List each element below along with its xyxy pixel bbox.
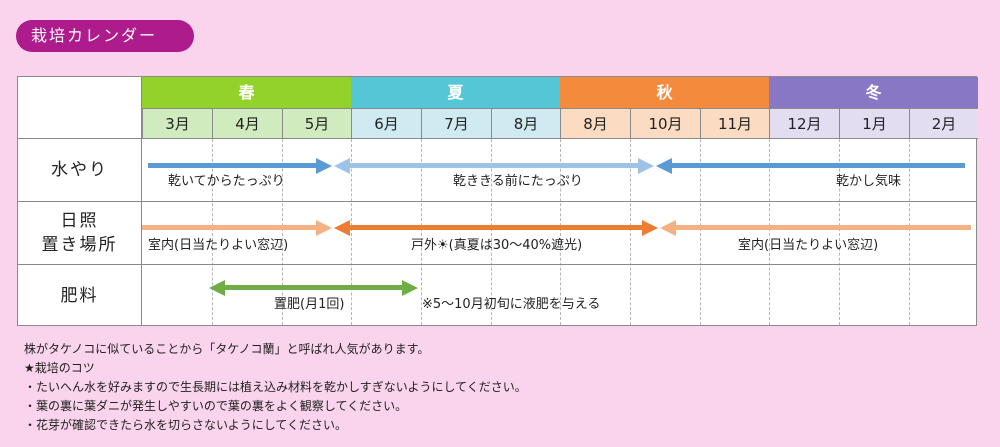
watering-text-3: 乾かし気味: [836, 174, 902, 189]
arrow-left-icon: [209, 280, 225, 296]
grid-divider: [491, 139, 492, 325]
month-cell: 4月: [212, 108, 282, 139]
header-corner: [18, 77, 142, 139]
arrow-right-icon: [642, 220, 658, 236]
season-spring: 春: [142, 77, 351, 108]
grid-divider: [421, 139, 422, 325]
row-divider: [142, 264, 976, 265]
grid-divider: [351, 139, 352, 325]
watering-text-1: 乾いてからたっぷり: [168, 174, 285, 189]
grid-divider: [839, 139, 840, 325]
sunlight-text-3: 室内(日当たりよい窓辺): [738, 238, 879, 253]
month-cell: 5月: [282, 108, 351, 139]
row-label-line1: 日照: [60, 211, 99, 231]
month-cell: 2月: [909, 108, 978, 139]
note-line: 株がタケノコに似ていることから「タケノコ蘭」と呼ばれ人気があります。: [24, 342, 430, 356]
arrow-left-icon: [660, 220, 676, 236]
note-line: ・たいへん水を好みますので生長期には植え込み材料を乾かしすぎないようにしてくださ…: [24, 380, 527, 394]
watering-bar-1: [148, 163, 318, 168]
arrow-right-icon: [316, 220, 332, 236]
grid-divider: [212, 139, 213, 325]
row-divider: [142, 201, 976, 202]
season-summer: 夏: [351, 77, 560, 108]
sunlight-bar-2: [349, 225, 643, 230]
sunlight-text-2: 戸外☀(真夏は30〜40%遮光): [411, 238, 583, 253]
arrow-right-icon: [316, 158, 332, 174]
calendar-title: 栽培カレンダー: [16, 20, 194, 52]
grid-divider: [560, 139, 561, 325]
note-heading: ★栽培のコツ: [24, 361, 95, 375]
month-cell: 11月: [700, 108, 769, 139]
note-line: ・葉の裏に葉ダニが発生しやすいので葉の裏をよく観察してください。: [24, 399, 408, 413]
arrow-left-icon: [334, 220, 350, 236]
notes: 株がタケノコに似ていることから「タケノコ蘭」と呼ばれ人気があります。 ★栽培のコ…: [24, 340, 527, 435]
arrow-left-icon: [656, 158, 672, 174]
grid-divider: [700, 139, 701, 325]
watering-text-2: 乾ききる前にたっぷり: [453, 174, 583, 189]
grid-divider: [282, 139, 283, 325]
arrow-right-icon: [638, 158, 654, 174]
note-line: ・花芽が確認できたら水を切らさないようにしてください。: [24, 418, 348, 432]
grid-divider: [769, 139, 770, 325]
row-label-line2: 置き場所: [41, 235, 118, 255]
month-cell: 8月: [491, 108, 560, 139]
month-cell: 1月: [839, 108, 909, 139]
month-cell: 6月: [351, 108, 421, 139]
season-autumn: 秋: [560, 77, 769, 108]
month-cell: 12月: [769, 108, 839, 139]
watering-bar-3: [671, 163, 965, 168]
arrow-left-icon: [334, 158, 350, 174]
watering-bar-2: [349, 163, 639, 168]
grid-divider: [630, 139, 631, 325]
row-label-fertilizer: 肥料: [18, 265, 142, 326]
month-cell: 7月: [421, 108, 491, 139]
sunlight-bar-1: [142, 225, 318, 230]
fertilizer-note: ※5〜10月初旬に液肥を与える: [422, 297, 601, 312]
fertilizer-bar: [224, 285, 404, 290]
arrow-right-icon: [402, 280, 418, 296]
row-label-watering: 水やり: [18, 139, 142, 202]
grid-divider: [909, 139, 910, 325]
month-cell: 10月: [630, 108, 700, 139]
month-cell: 8月: [560, 108, 630, 139]
season-winter: 冬: [769, 77, 978, 108]
cultivation-calendar: 春 夏 秋 冬 3月 4月 5月 6月 7月 8月 8月 10月 11月 12月…: [17, 76, 978, 326]
sunlight-bar-3: [675, 225, 971, 230]
fertilizer-text: 置肥(月1回): [274, 297, 345, 312]
row-label-sunlight: 日照 置き場所: [18, 202, 142, 265]
sunlight-text-1: 室内(日当たりよい窓辺): [148, 238, 289, 253]
month-cell: 3月: [142, 108, 212, 139]
